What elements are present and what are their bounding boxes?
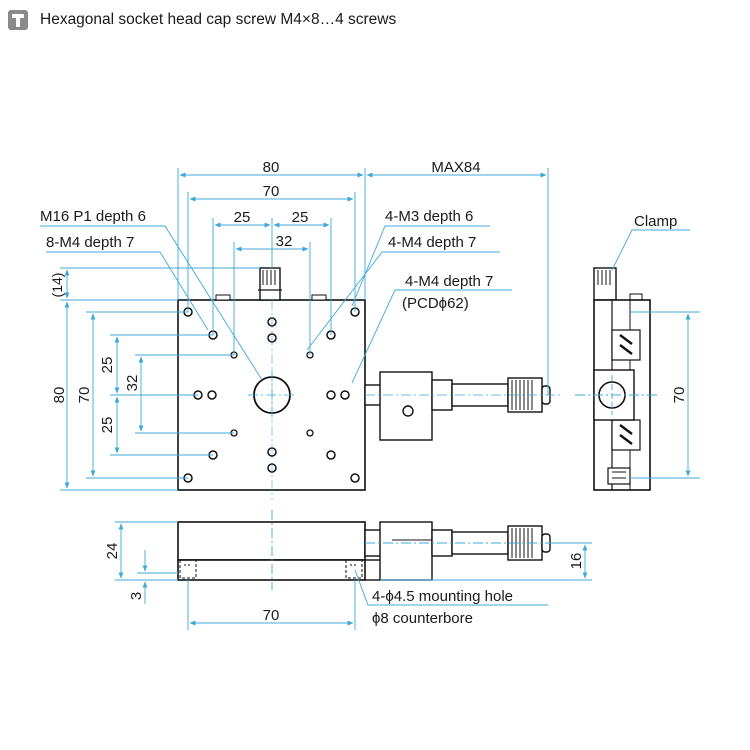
callout-4-m4: 4-M4 depth 7 xyxy=(388,234,476,251)
micrometer-front xyxy=(364,521,551,581)
side-view: 70 Clamp xyxy=(575,213,700,491)
callout-mounting-hole: 4-ϕ4.5 mounting hole xyxy=(372,588,513,605)
clamp-knob xyxy=(258,267,282,301)
front-body-top xyxy=(177,521,366,561)
callout-8-m4: 8-M4 depth 7 xyxy=(46,234,134,251)
dim-14: (14) xyxy=(49,273,65,298)
header-text: Hexagonal socket head cap screw M4×8…4 s… xyxy=(40,11,397,28)
dim-side-70: 70 xyxy=(671,387,688,404)
callout-clamp: Clamp xyxy=(634,213,677,230)
callout-counterbore: ϕ8 counterbore xyxy=(372,610,473,627)
dim-v25-bottom: 25 xyxy=(99,417,116,434)
dim-width-70: 70 xyxy=(263,183,280,200)
header: Hexagonal socket head cap screw M4×8…4 s… xyxy=(8,8,396,32)
front-body-base xyxy=(177,559,366,581)
top-view: 80 MAX84 70 25 25 32 80 70 25 32 25 (14)… xyxy=(40,159,560,500)
dim-width-80: 80 xyxy=(263,159,280,176)
dim-v32: 32 xyxy=(124,375,141,392)
callout-pcd: (PCDϕ62) xyxy=(402,295,469,312)
dim-front-24: 24 xyxy=(104,543,121,560)
screw-icon xyxy=(8,10,28,30)
dim-front-70: 70 xyxy=(263,607,280,624)
micrometer-top xyxy=(364,371,551,441)
dim-25-left: 25 xyxy=(234,209,251,226)
dim-32: 32 xyxy=(276,233,293,250)
front-view: 24 3 16 70 4-ϕ4.5 mounting hole ϕ8 count… xyxy=(104,510,592,630)
dim-front-16: 16 xyxy=(568,553,585,570)
dim-25-right: 25 xyxy=(292,209,309,226)
dim-height-80: 80 xyxy=(51,387,68,404)
callout-4-m4-pcd: 4-M4 depth 7 xyxy=(405,273,493,290)
dim-v25-top: 25 xyxy=(99,357,116,374)
dim-height-70: 70 xyxy=(76,387,93,404)
dim-front-3: 3 xyxy=(128,592,145,600)
callout-4-m3: 4-M3 depth 6 xyxy=(385,208,473,225)
callout-m16: M16 P1 depth 6 xyxy=(40,208,146,225)
dim-max84: MAX84 xyxy=(431,159,480,176)
